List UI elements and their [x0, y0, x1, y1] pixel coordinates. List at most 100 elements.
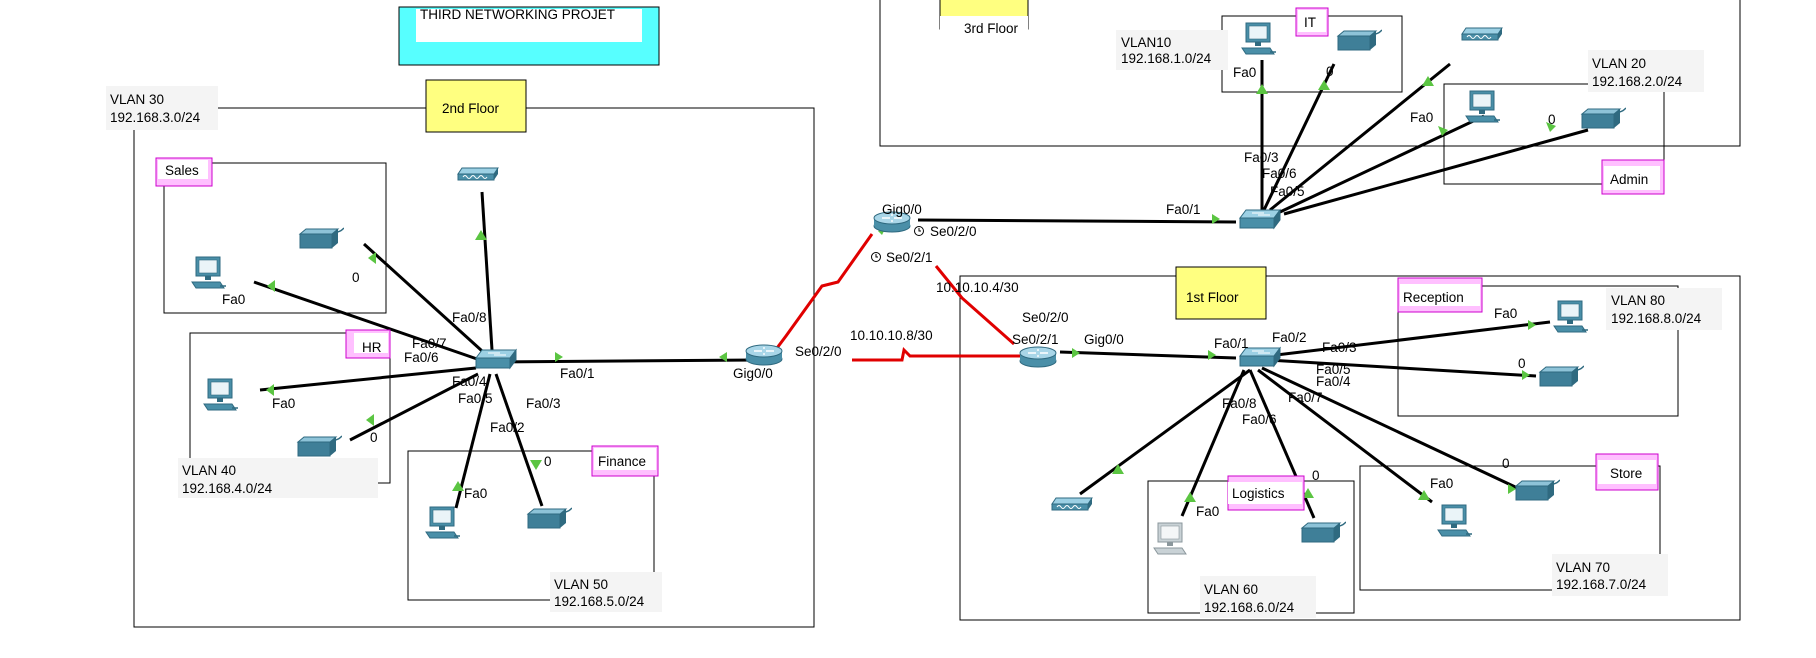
- it-label: IT: [1304, 15, 1316, 30]
- port-label: Fa0/6: [1262, 166, 1297, 181]
- port-label: Fa0/3: [526, 396, 561, 411]
- access-point-2nd-floor-icon[interactable]: [457, 167, 499, 181]
- router-1st-floor-icon[interactable]: [1019, 346, 1057, 368]
- access-point-3rd-floor-icon[interactable]: [1461, 27, 1503, 41]
- port-label: Fa0/1: [560, 366, 595, 381]
- vlan20-name: VLAN 20: [1592, 56, 1646, 71]
- port-label: Fa0/3: [1322, 340, 1357, 355]
- pc-it-icon[interactable]: [1241, 22, 1276, 55]
- port-label: Fa0: [464, 486, 487, 501]
- router-2nd-floor-icon[interactable]: [745, 344, 783, 366]
- port-label: Fa0: [1410, 110, 1433, 125]
- port-label: Fa0: [272, 396, 295, 411]
- sales-label: Sales: [165, 163, 199, 178]
- first-floor-area: [959, 275, 1741, 621]
- port-label: Fa0/8: [452, 310, 487, 325]
- printer-hr-icon[interactable]: [297, 435, 342, 457]
- printer-it-icon[interactable]: [1337, 29, 1382, 51]
- vlan60-subnet: 192.168.6.0/24: [1204, 600, 1295, 615]
- port-label: Fa0: [1494, 306, 1517, 321]
- printer-admin-icon[interactable]: [1581, 107, 1626, 129]
- logistics-label: Logistics: [1232, 486, 1285, 501]
- network-top-label: 10.10.10.4/30: [936, 280, 1019, 295]
- network-bottom-label: 10.10.10.8/30: [850, 328, 933, 343]
- port-label: Gig0/0: [882, 202, 922, 217]
- serial-clock-icon: [871, 226, 924, 262]
- vlan30-name: VLAN 30: [110, 92, 164, 107]
- port-label: Gig0/0: [733, 366, 773, 381]
- port-label: Fa0: [1233, 65, 1256, 80]
- reception-area: [1397, 285, 1679, 417]
- pc-store-icon[interactable]: [1437, 504, 1472, 537]
- vlan10-name: VLAN10: [1121, 35, 1171, 50]
- port-label: Fa0/6: [1242, 412, 1277, 427]
- port-label: Fa0: [222, 292, 245, 307]
- port-label: Gig0/0: [1084, 332, 1124, 347]
- port-label: Fa0/8: [1222, 396, 1257, 411]
- port-label: 0: [1326, 64, 1334, 79]
- pc-logistics-icon[interactable]: [1153, 522, 1187, 555]
- port-label: Fa0/6: [404, 350, 439, 365]
- vlan80-name: VLAN 80: [1611, 293, 1665, 308]
- vlan10-subnet: 192.168.1.0/24: [1121, 51, 1212, 66]
- port-label: 0: [370, 430, 378, 445]
- port-label: 0: [1312, 468, 1320, 483]
- port-label: 0: [1548, 112, 1556, 127]
- printer-store-icon[interactable]: [1515, 479, 1560, 501]
- pc-reception-icon[interactable]: [1553, 300, 1588, 333]
- reception-label: Reception: [1403, 290, 1464, 305]
- vlan30-subnet: 192.168.3.0/24: [110, 110, 201, 125]
- vlan40-subnet: 192.168.4.0/24: [182, 481, 273, 496]
- serial-links: [766, 233, 1030, 362]
- switch-2nd-floor-icon[interactable]: [475, 349, 517, 369]
- vlan40-name: VLAN 40: [182, 463, 236, 478]
- port-label: Se0/2/0: [1022, 310, 1069, 325]
- port-label: Fa0/2: [1272, 330, 1307, 345]
- vlan50-subnet: 192.168.5.0/24: [554, 594, 645, 609]
- vlan70-name: VLAN 70: [1556, 560, 1610, 575]
- port-label: 0: [1518, 356, 1526, 371]
- vlan60-name: VLAN 60: [1204, 582, 1258, 597]
- port-label: Fa0: [1196, 504, 1219, 519]
- first-floor-label: 1st Floor: [1186, 290, 1239, 305]
- port-label: Fa0/1: [1166, 202, 1201, 217]
- port-label: Fa0/4: [1316, 374, 1351, 389]
- vlan20-subnet: 192.168.2.0/24: [1592, 74, 1683, 89]
- port-label: 0: [352, 270, 360, 285]
- printer-finance-icon[interactable]: [527, 507, 572, 529]
- port-label: 0: [1502, 456, 1510, 471]
- port-label: Fa0/3: [1244, 150, 1279, 165]
- pc-admin-icon[interactable]: [1465, 90, 1500, 123]
- title-label: THIRD NETWORKING PROJET: [420, 7, 615, 22]
- store-area: [1359, 465, 1661, 591]
- switch-3rd-floor-icon[interactable]: [1239, 209, 1281, 229]
- third-floor-area: [879, 0, 1741, 147]
- port-label: Fa0/4: [452, 374, 487, 389]
- port-label: Se0/2/0: [930, 224, 977, 239]
- pc-sales-icon[interactable]: [191, 256, 226, 289]
- third-floor-label: 3rd Floor: [964, 21, 1019, 36]
- admin-label: Admin: [1610, 172, 1648, 187]
- printer-reception-icon[interactable]: [1539, 365, 1584, 387]
- pc-hr-icon[interactable]: [203, 378, 238, 411]
- hr-label: HR: [362, 340, 382, 355]
- vlan80-subnet: 192.168.8.0/24: [1611, 311, 1702, 326]
- printer-logistics-icon[interactable]: [1301, 521, 1346, 543]
- vlan70-subnet: 192.168.7.0/24: [1556, 577, 1647, 592]
- port-label: 0: [544, 454, 552, 469]
- vlan50-name: VLAN 50: [554, 577, 608, 592]
- port-label: Fa0/5: [458, 391, 493, 406]
- port-label: Fa0/7: [1288, 390, 1323, 405]
- store-label: Store: [1610, 466, 1642, 481]
- port-label: Fa0/1: [1214, 336, 1249, 351]
- printer-sales-icon[interactable]: [299, 227, 344, 249]
- access-point-1st-floor-icon[interactable]: [1051, 497, 1093, 511]
- second-floor-label-box: [425, 79, 527, 133]
- second-floor-label: 2nd Floor: [442, 101, 500, 116]
- finance-area: [407, 450, 655, 601]
- port-label: Fa0: [1430, 476, 1453, 491]
- pc-finance-icon[interactable]: [425, 506, 460, 539]
- port-label: Fa0/5: [1316, 362, 1351, 377]
- ethernet-links: [253, 60, 1589, 519]
